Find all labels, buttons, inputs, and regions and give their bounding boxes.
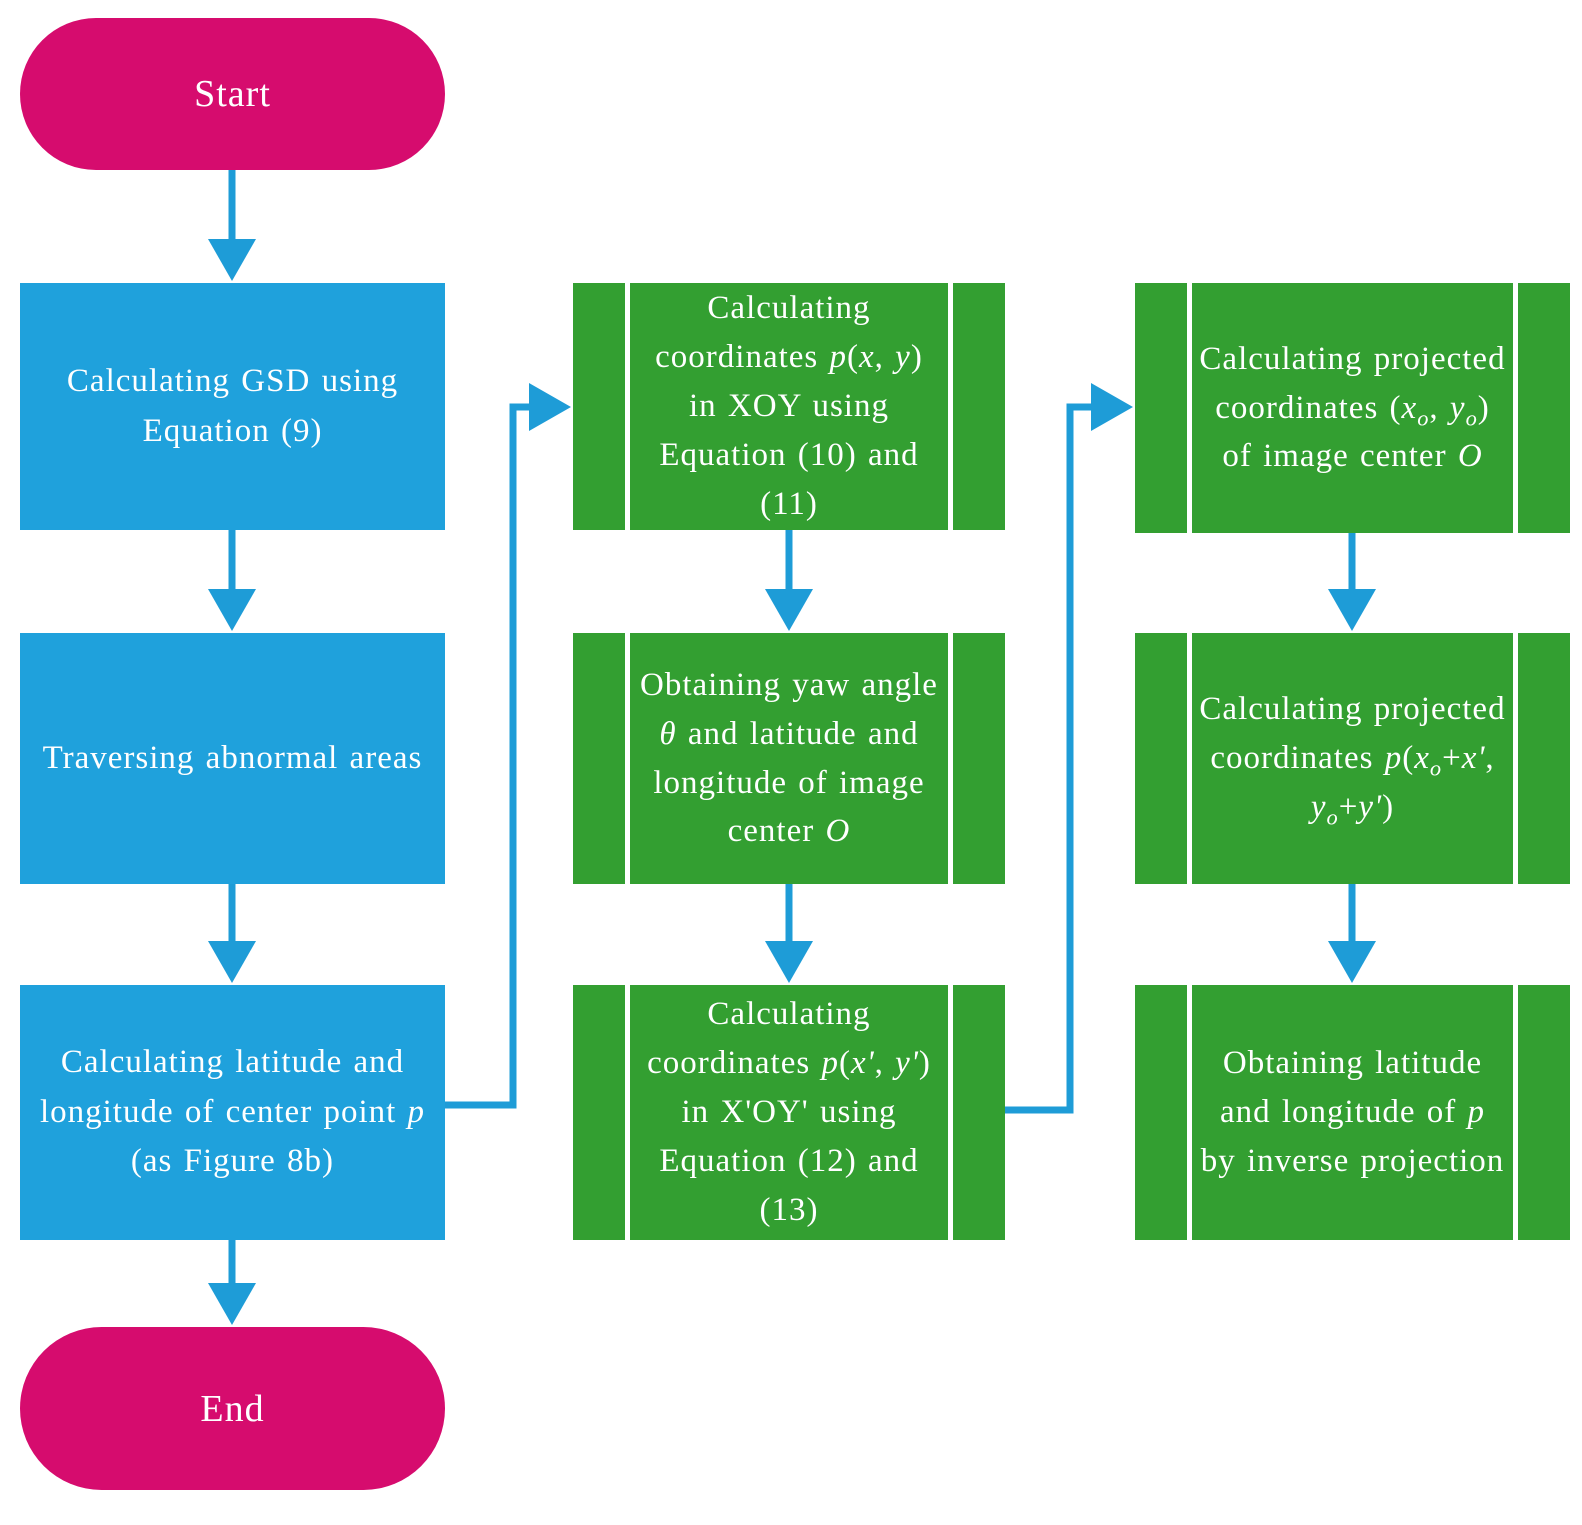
elbow-connector-xprime-to-projcenter	[1005, 383, 1133, 1114]
arrow-projcenter-to-projp	[1328, 533, 1376, 631]
subroutine-obtaining-lat-long-inverse-projection: Obtaining latitude and longitude of p by…	[1135, 985, 1570, 1240]
subroutine-left-bar	[1187, 283, 1192, 533]
arrow-yaw-to-xprime	[765, 884, 813, 983]
arrow-latlong-to-end	[208, 1240, 256, 1325]
arrow-projp-to-inverse	[1328, 884, 1376, 983]
subroutine-right-bar	[1513, 633, 1518, 884]
subroutine-calculating-projected-p-coordinates: Calculating projected coordinates p(xo+x…	[1135, 633, 1570, 884]
subroutine-left-bar	[1187, 633, 1192, 884]
subroutine-label: Calculating coordinates p(x', y') in X'O…	[647, 996, 931, 1228]
process-label: Calculating latitude and longitude of ce…	[39, 1044, 426, 1180]
subroutine-calculating-projected-center-coordinates: Calculating projected coordinates (xo, y…	[1135, 283, 1570, 533]
subroutine-left-bar	[625, 985, 630, 1240]
process-calculating-gsd: Calculating GSD using Equation (9)	[20, 283, 445, 530]
arrow-start-to-gsd	[208, 170, 256, 281]
subroutine-right-bar	[1513, 283, 1518, 533]
subroutine-label: Calculating projected coordinates p(xo+x…	[1199, 691, 1506, 830]
subroutine-right-bar	[948, 633, 953, 884]
arrow-gsd-to-traversing	[208, 530, 256, 631]
process-calculating-lat-long-center-point: Calculating latitude and longitude of ce…	[20, 985, 445, 1240]
subroutine-right-bar	[948, 283, 953, 530]
arrow-xoy-to-yaw	[765, 530, 813, 631]
subroutine-label: Calculating coordinates p(x, y) in XOY u…	[655, 290, 923, 522]
end-label: End	[200, 1387, 265, 1430]
subroutine-left-bar	[1187, 985, 1192, 1240]
subroutine-right-bar	[1513, 985, 1518, 1240]
subroutine-obtaining-yaw-angle: Obtaining yaw angle θ and latitude and l…	[573, 633, 1005, 884]
process-traversing-abnormal-areas: Traversing abnormal areas	[20, 633, 445, 884]
subroutine-left-bar	[625, 283, 630, 530]
process-label: Calculating GSD using Equation (9)	[66, 363, 399, 449]
elbow-connector-latlong-to-xoy	[445, 383, 571, 1109]
end-terminal: End	[20, 1327, 445, 1490]
subroutine-right-bar	[948, 985, 953, 1240]
subroutine-label: Obtaining yaw angle θ and latitude and l…	[640, 666, 938, 850]
process-label: Traversing abnormal areas	[42, 739, 423, 776]
subroutine-calculating-coordinates-xoy: Calculating coordinates p(x, y) in XOY u…	[573, 283, 1005, 530]
subroutine-calculating-coordinates-x-prime-oy-prime: Calculating coordinates p(x', y') in X'O…	[573, 985, 1005, 1240]
subroutine-label: Calculating projected coordinates (xo, y…	[1199, 340, 1506, 475]
start-label: Start	[194, 73, 271, 115]
subroutine-left-bar	[625, 633, 630, 884]
subroutine-label: Obtaining latitude and longitude of p by…	[1200, 1045, 1505, 1179]
arrow-traversing-to-latlong	[208, 884, 256, 983]
start-terminal: Start	[20, 18, 445, 170]
